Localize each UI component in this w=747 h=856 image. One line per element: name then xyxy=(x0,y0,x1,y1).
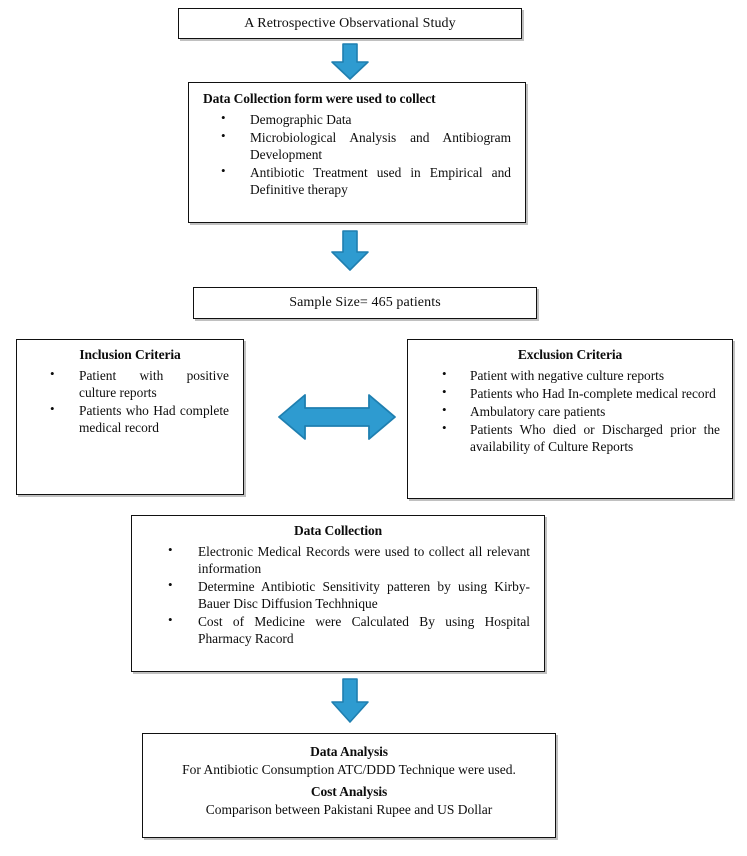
exclusion-heading: Exclusion Criteria xyxy=(517,347,623,362)
list-item-text: Determine Antibiotic Sensitivity pattere… xyxy=(198,578,530,611)
data-collection-heading: Data Collection xyxy=(293,523,383,538)
list-item: Determine Antibiotic Sensitivity pattere… xyxy=(146,577,530,612)
list-item: Cost of Medicine were Calculated By usin… xyxy=(146,612,530,647)
list-item: Patients who Had complete medical record xyxy=(31,401,229,436)
list-item-text: Patients Who died or Discharged prior th… xyxy=(470,421,720,454)
node-analysis: Data Analysis For Antibiotic Consumption… xyxy=(142,733,556,838)
list-item: Patients who Had In-complete medical rec… xyxy=(420,384,720,402)
arrow-title-to-form-icon xyxy=(330,43,370,81)
inclusion-list: Patient with positive culture reports Pa… xyxy=(31,366,229,436)
list-item: Patients Who died or Discharged prior th… xyxy=(420,420,720,455)
list-item-text: Demographic Data xyxy=(250,111,352,127)
sample-size-label: Sample Size= 465 patients xyxy=(289,295,441,310)
list-item: Patient with negative culture reports xyxy=(420,366,720,384)
list-item-text: Patient with negative culture reports xyxy=(470,367,665,383)
list-item-text: Patient with positive culture reports xyxy=(79,367,229,400)
cost-analysis-line: Comparison between Pakistani Rupee and U… xyxy=(205,802,493,818)
inclusion-heading: Inclusion Criteria xyxy=(79,347,181,362)
list-item-text: Ambulatory care patients xyxy=(470,403,606,419)
list-item: Electronic Medical Records were used to … xyxy=(146,542,530,577)
cost-analysis-heading: Cost Analysis xyxy=(310,784,388,800)
list-item: Ambulatory care patients xyxy=(420,402,720,420)
data-collection-form-list: Demographic Data Microbiological Analysi… xyxy=(203,110,511,198)
data-collection-form-heading: Data Collection form were used to collec… xyxy=(203,91,436,106)
node-study-title: A Retrospective Observational Study xyxy=(178,8,522,39)
node-inclusion-criteria: Inclusion Criteria Patient with positive… xyxy=(16,339,244,495)
list-item-text: Cost of Medicine were Calculated By usin… xyxy=(198,613,530,646)
list-item: Patient with positive culture reports xyxy=(31,366,229,401)
list-item: Microbiological Analysis and Antibiogram… xyxy=(203,128,511,163)
arrow-form-to-sample-size-icon xyxy=(330,230,370,272)
data-collection-list: Electronic Medical Records were used to … xyxy=(146,542,530,647)
list-item-text: Microbiological Analysis and Antibiogram… xyxy=(250,129,511,162)
node-data-collection-form: Data Collection form were used to collec… xyxy=(188,82,526,223)
arrow-inclusion-exclusion-icon xyxy=(277,392,397,442)
list-item-text: Antibiotic Treatment used in Empirical a… xyxy=(250,164,511,197)
arrow-collection-to-analysis-icon xyxy=(330,678,370,724)
list-item-text: Patients who Had complete medical record xyxy=(79,402,229,435)
list-item: Antibiotic Treatment used in Empirical a… xyxy=(203,163,511,198)
data-analysis-line: For Antibiotic Consumption ATC/DDD Techn… xyxy=(182,761,516,777)
list-item-text: Patients who Had In-complete medical rec… xyxy=(470,385,716,401)
study-title-label: A Retrospective Observational Study xyxy=(244,15,456,31)
data-analysis-heading: Data Analysis xyxy=(310,744,388,759)
list-item: Demographic Data xyxy=(203,110,511,128)
node-exclusion-criteria: Exclusion Criteria Patient with negative… xyxy=(407,339,733,499)
node-sample-size: Sample Size= 465 patients xyxy=(193,287,537,319)
node-data-collection: Data Collection Electronic Medical Recor… xyxy=(131,515,545,672)
list-item-text: Electronic Medical Records were used to … xyxy=(198,543,530,576)
exclusion-list: Patient with negative culture reports Pa… xyxy=(420,366,720,455)
